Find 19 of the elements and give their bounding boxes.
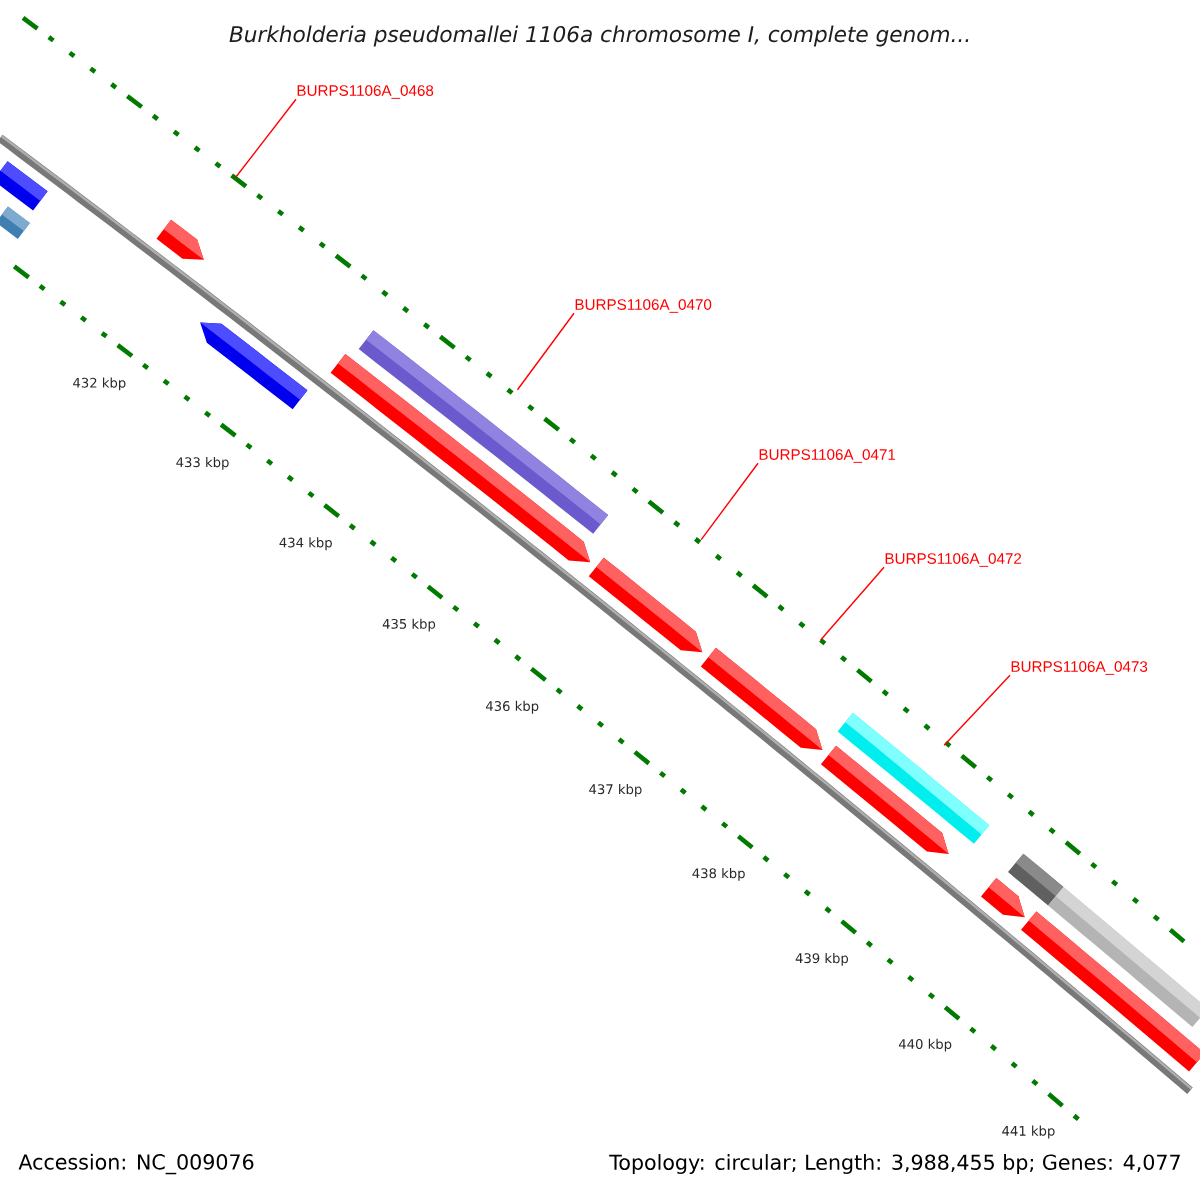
gene-feature [156, 219, 204, 260]
leader-line [700, 462, 759, 541]
gene-feature [358, 330, 609, 534]
gene-feature [820, 745, 949, 854]
leader-line [819, 566, 885, 641]
title: Burkholderia pseudomallei 1106a chromosome I, complete genom... [229, 25, 969, 47]
gene-feature [700, 647, 823, 750]
gene-feature [200, 322, 308, 410]
genome-summary: Topology: circular; Length: 3,988,455 bp; Genes: 4,077 [609, 1154, 1180, 1174]
gene-feature [980, 877, 1025, 918]
leader-line [516, 312, 575, 391]
gene-feature [0, 206, 30, 240]
accession-text: Accession: NC_009076 [18, 1153, 254, 1175]
gene-feature [588, 557, 703, 653]
gene-feature [1008, 853, 1064, 906]
gene-feature [1048, 887, 1200, 1028]
leader-line [235, 98, 297, 178]
leader-line [943, 674, 1011, 747]
gene-feature [0, 161, 48, 211]
